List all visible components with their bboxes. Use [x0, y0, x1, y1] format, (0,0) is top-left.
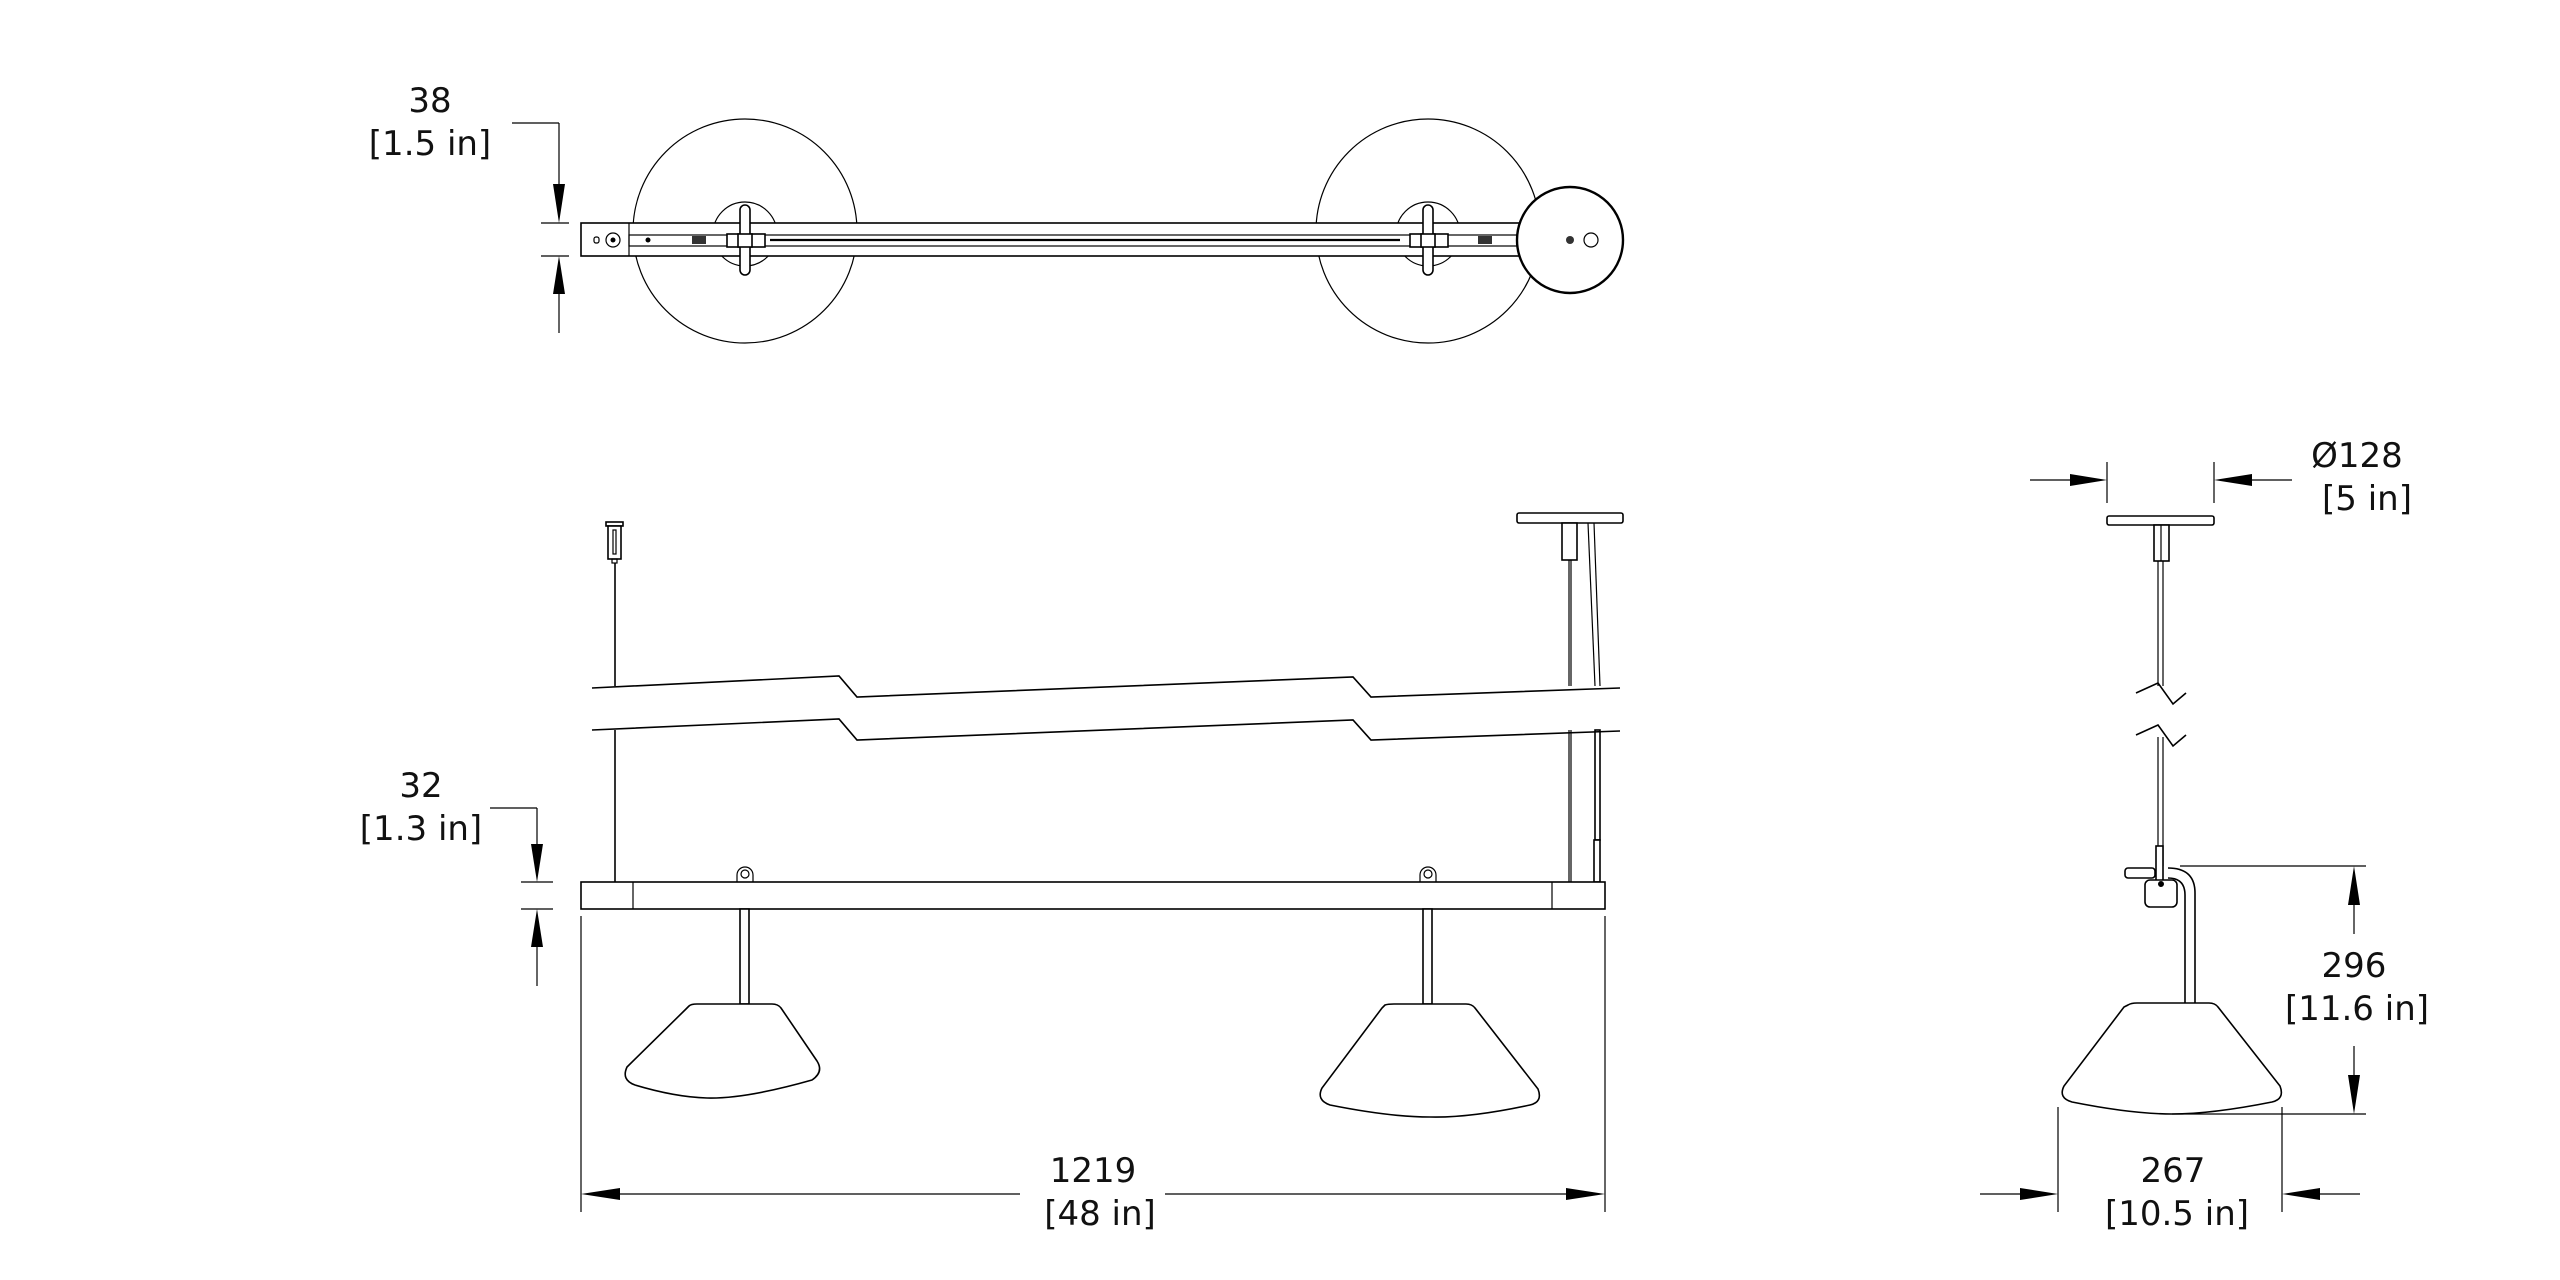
dim-bar-height: 32 [1.3 in] — [360, 766, 553, 986]
dim-label-296: 296 — [2322, 946, 2387, 986]
dim-label-32: 32 — [399, 766, 442, 806]
break-line-top — [591, 675, 1621, 698]
front-bar — [580, 881, 1606, 910]
dim-label-1-3in: [1.3 in] — [360, 809, 482, 849]
dim-label-38: 38 — [408, 81, 451, 121]
dim-label-5in: [5 in] — [2322, 479, 2412, 519]
dim-label-1-5in: [1.5 in] — [369, 124, 491, 164]
dim-label-48in: [48 in] — [1044, 1194, 1156, 1234]
dim-shade-height: 296 [11.6 in] — [2172, 865, 2429, 1115]
left-shade — [624, 1003, 821, 1099]
side-view: Ø128 [5 in] 296 [11.6 in] 267 [10.5 in] — [1980, 436, 2429, 1234]
dim-label-10-5in: [10.5 in] — [2105, 1194, 2249, 1234]
dim-label-128: Ø128 — [2311, 436, 2403, 476]
dim-top-width: 38 [1.5 in] — [369, 81, 569, 333]
dim-shade-diameter: 267 [10.5 in] — [1980, 1107, 2360, 1234]
top-view: 38 [1.5 in] — [369, 81, 1625, 344]
dim-label-1219: 1219 — [1050, 1151, 1137, 1191]
right-shade — [1319, 1003, 1541, 1118]
side-shade — [2061, 1002, 2283, 1115]
dim-label-11-6in: [11.6 in] — [2285, 989, 2429, 1029]
dim-label-267: 267 — [2141, 1151, 2206, 1191]
dim-overall-length: 1219 [48 in] — [580, 916, 1606, 1234]
canopy-front — [1516, 512, 1624, 524]
break-line-bottom — [591, 718, 1621, 741]
front-view: 32 [1.3 in] 1219 [48 in] — [360, 512, 1624, 1234]
dim-canopy-diameter: Ø128 [5 in] — [2030, 436, 2412, 519]
